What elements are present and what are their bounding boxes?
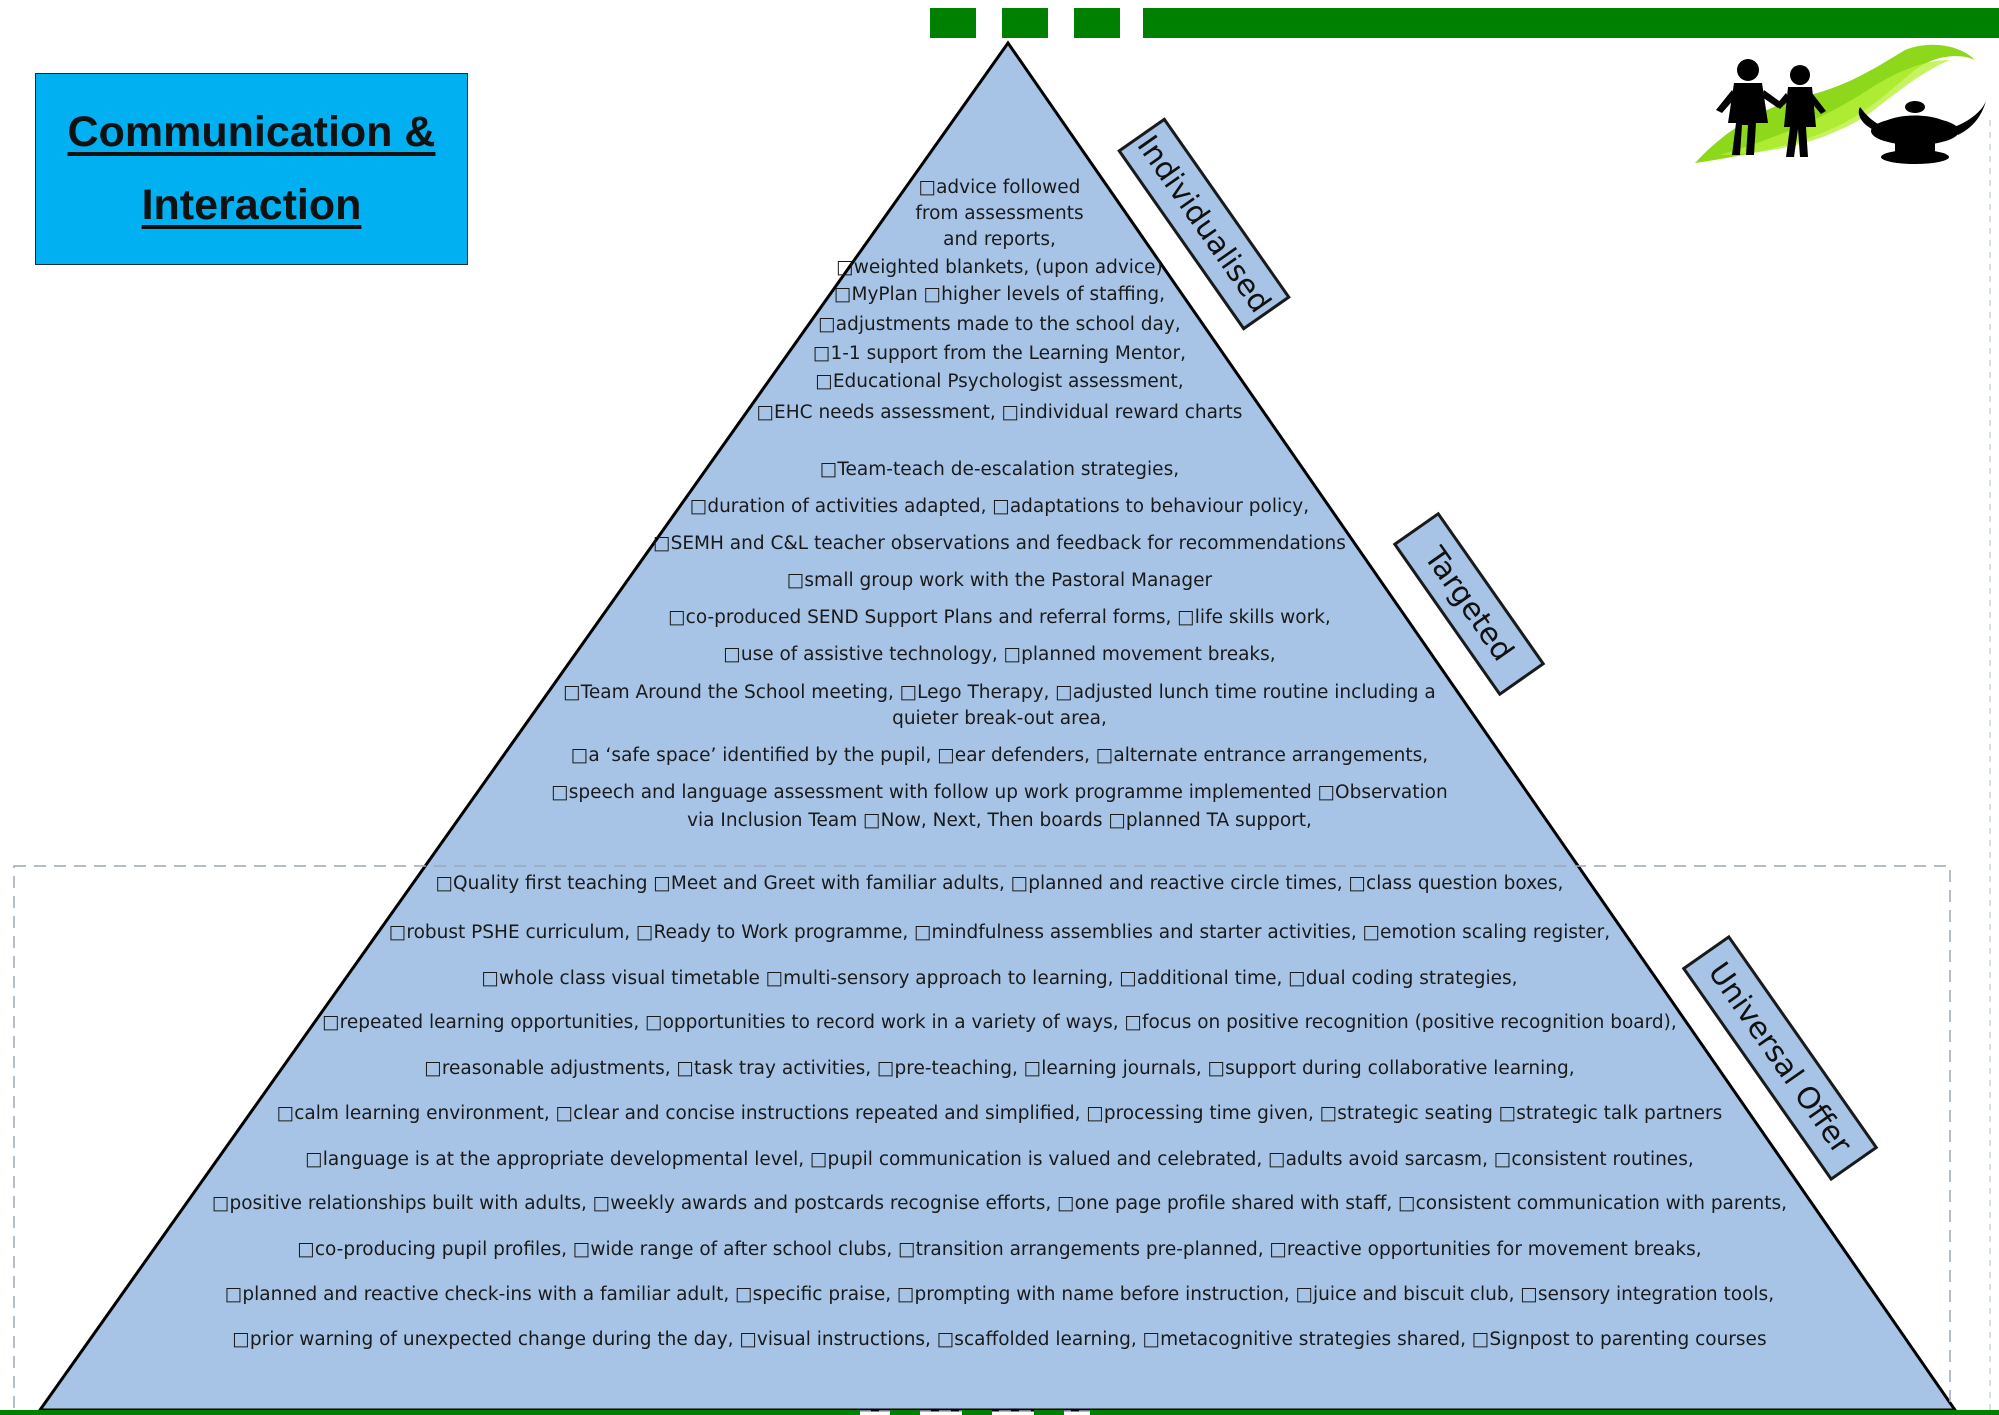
targeted-line-2: □duration of activities adapted, □adapta…: [689, 496, 1310, 517]
title-line-1: Communication &: [67, 108, 436, 156]
universal-line-1: □Quality first teaching □Meet and Greet …: [435, 873, 1564, 894]
footer-square-2: [962, 1410, 992, 1415]
universal-line-10: □planned and reactive check-ins with a f…: [224, 1284, 1775, 1305]
individualised-line-3: and reports,: [943, 229, 1056, 250]
targeted-line-9: □a ‘safe space’ identified by the pupil,…: [570, 745, 1429, 766]
universal-line-4: □repeated learning opportunities, □oppor…: [322, 1012, 1677, 1033]
targeted-line-11: via Inclusion Team □Now, Next, Then boar…: [687, 810, 1312, 831]
individualised-line-8: □Educational Psychologist assessment,: [815, 371, 1184, 392]
targeted-line-4: □small group work with the Pastoral Mana…: [786, 570, 1213, 591]
individualised-line-5: □MyPlan □higher levels of staffing,: [834, 284, 1165, 305]
footer-square-1: [890, 1410, 920, 1415]
targeted-line-1: □Team-teach de-escalation strategies,: [819, 459, 1180, 480]
individualised-line-1: □advice followed: [918, 177, 1081, 198]
title-line-2: Interaction: [141, 181, 362, 229]
title-box: Communication & Interaction: [35, 73, 468, 265]
universal-line-8: □positive relationships built with adult…: [212, 1193, 1787, 1214]
targeted-line-6: □use of assistive technology, □planned m…: [723, 644, 1276, 665]
targeted-line-10: □speech and language assessment with fol…: [551, 782, 1448, 803]
children-and-genie-lamp-logo: [1695, 44, 1986, 164]
individualised-line-6: □adjustments made to the school day,: [818, 314, 1181, 335]
header-square-1: [930, 8, 976, 38]
individualised-line-9: □EHC needs assessment, □individual rewar…: [756, 402, 1243, 423]
universal-line-7: □language is at the appropriate developm…: [305, 1149, 1694, 1170]
targeted-line-5: □co-produced SEND Support Plans and refe…: [668, 607, 1331, 628]
individualised-line-4: □weighted blankets, (upon advice): [836, 257, 1163, 278]
targeted-line-8: quieter break-out area,: [892, 708, 1107, 729]
footer-square-3: [1034, 1410, 1064, 1415]
header-square-2: [1002, 8, 1048, 38]
universal-line-9: □co-producing pupil profiles, □wide rang…: [297, 1239, 1702, 1260]
footer-bar-right: [1090, 1410, 1999, 1415]
universal-line-3: □whole class visual timetable □multi-sen…: [481, 968, 1518, 989]
pyramid-shape: [37, 40, 1958, 1412]
targeted-line-3: □SEMH and C&L teacher observations and f…: [653, 533, 1346, 554]
individualised-line-2: from assessments: [915, 203, 1084, 224]
universal-line-5: □reasonable adjustments, □task tray acti…: [424, 1058, 1575, 1079]
individualised-line-7: □1-1 support from the Learning Mentor,: [813, 343, 1186, 364]
header-bar: [1143, 8, 1999, 38]
universal-line-11: □prior warning of unexpected change duri…: [232, 1329, 1767, 1350]
universal-line-6: □calm learning environment, □clear and c…: [276, 1103, 1723, 1124]
targeted-line-7: □Team Around the School meeting, □Lego T…: [563, 682, 1436, 703]
header-square-3: [1074, 8, 1120, 38]
universal-line-2: □robust PSHE curriculum, □Ready to Work …: [388, 922, 1611, 943]
footer-bar-left: [0, 1410, 860, 1415]
